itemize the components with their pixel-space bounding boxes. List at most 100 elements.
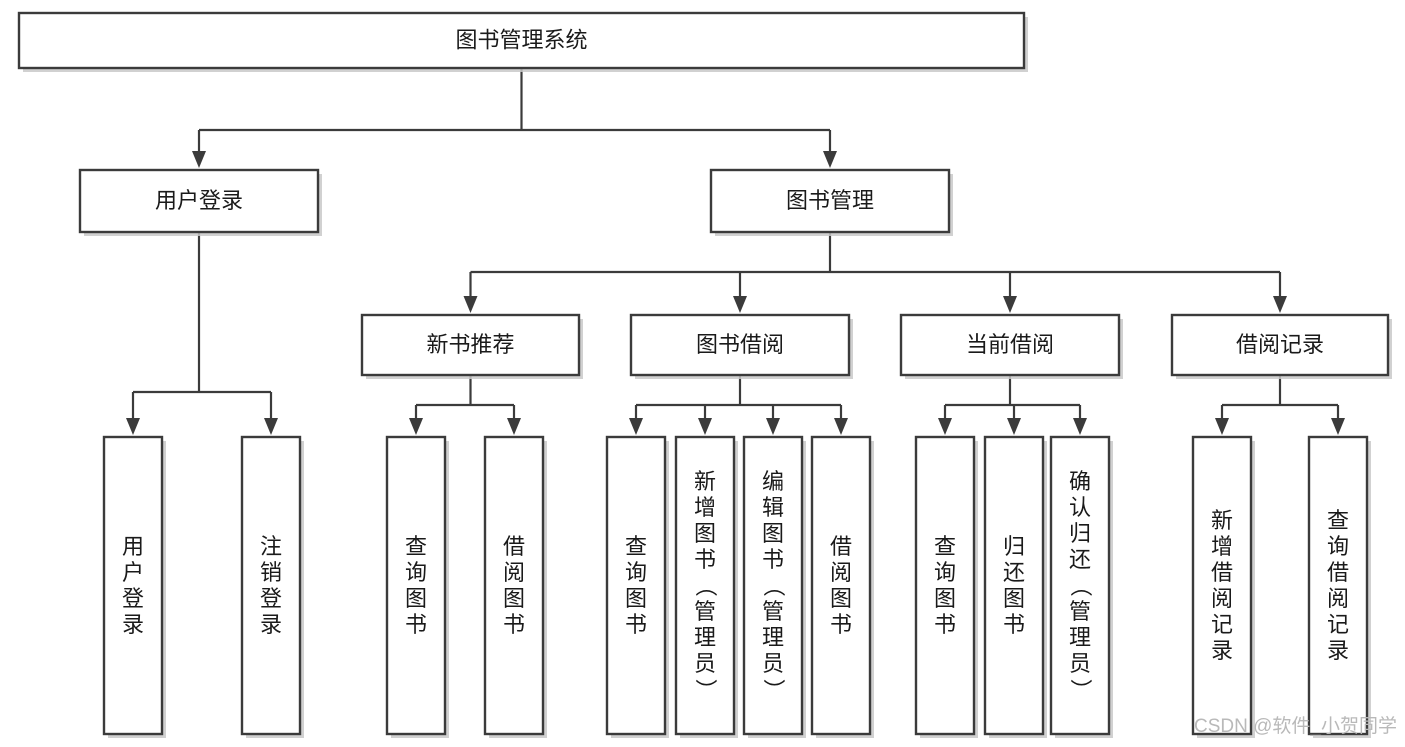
node-leaf-10-rect[interactable] [1049,435,1111,736]
arrow-head-icon [733,296,747,313]
node-leaf-12-label-char: 阅 [1327,586,1349,611]
node-leaf-0-rect[interactable] [102,435,164,736]
node-leaf-3-rect[interactable] [483,435,545,736]
node-leaf-0-label-char: 户 [122,560,144,585]
node-leaf-8-label-char: 书 [934,612,956,637]
node-root-rect[interactable] [17,11,1026,70]
arrow-head-icon [463,296,478,313]
arrow-head-icon [1331,418,1345,435]
arrow-head-icon [834,418,848,435]
node-leaf-1-label-char: 注 [260,534,282,559]
node-leaf-7-rect[interactable] [810,435,872,736]
node-level3-0-rect[interactable] [360,313,581,377]
node-level3-1-rect[interactable] [629,313,851,377]
node-level3-2-rect[interactable] [899,313,1121,377]
node-leaf-10-label-char: 理 [1069,625,1091,650]
node-leaf-11-rect[interactable] [1191,435,1253,736]
node-leaf-1-rect[interactable] [240,435,302,736]
node-level3-3-rect[interactable] [1170,313,1390,377]
node-leaf-8-rect[interactable] [914,435,976,736]
node-leaf-6-label-char: ） [761,679,786,701]
node-leaf-5-label-char: 员 [694,651,716,676]
node-leaf-4-label-char: 查 [625,534,647,559]
node-leaf-6-rect[interactable] [742,435,804,736]
node-leaf-4-rect[interactable] [605,435,667,736]
node-leaf-8-label-char: 图 [934,586,956,611]
node-leaf-6-label-char: 辑 [762,495,784,520]
node-leaf-11-label-char: 新 [1211,508,1233,533]
arrow-head-icon [698,418,712,435]
arrow-head-icon [629,418,643,435]
node-root-label: 图书管理系统 [455,27,587,52]
node-level2-0[interactable]: 用户登录 [78,168,322,236]
node-leaf-11-label-char: 录 [1211,638,1233,663]
node-leaf-4-label-char: 书 [625,612,647,637]
arrow-head-icon [409,418,423,435]
arrow-head-icon [823,151,837,168]
node-leaf-3-label-char: 图 [503,586,525,611]
node-leaf-11-label-char: 增 [1211,534,1233,559]
node-leaf-10-label-char: 员 [1069,651,1091,676]
node-leaf-5-label-char: （ [693,575,718,597]
node-leaf-5-rect[interactable] [674,435,736,736]
node-level2-1-rect[interactable] [709,168,951,234]
node-leaf-8-label-char: 查 [934,534,956,559]
arrow-head-icon [1273,296,1287,313]
node-leaf-10-label-char: ） [1068,679,1093,701]
arrow-head-icon [507,418,521,435]
node-leaf-6-label-char: 理 [762,625,784,650]
node-level3-0-label: 新书推荐 [426,332,514,357]
node-level2-1-label: 图书管理 [786,188,874,213]
arrow-head-icon [1007,418,1021,435]
node-leaf-1-label-char: 录 [260,612,282,637]
node-leaf-10-label-char: 归 [1069,521,1091,546]
node-level3-0[interactable]: 新书推荐 [360,313,583,379]
node-leaf-11-label-char: 阅 [1211,586,1233,611]
node-leaf-1-label-char: 销 [260,560,282,585]
node-leaf-7-label-char: 阅 [830,560,852,585]
node-leaf-5-label-char: ） [693,679,718,701]
node-leaf-4-label-char: 图 [625,586,647,611]
node-leaf-12-rect[interactable] [1307,435,1369,736]
node-level3-2[interactable]: 当前借阅 [899,313,1123,379]
arrow-head-icon [192,151,206,168]
node-leaf-2-label-char: 查 [405,534,427,559]
node-leaf-0[interactable]: 用户登录 [102,435,166,738]
node-level2-1[interactable]: 图书管理 [709,168,953,236]
node-leaf-12-label-char: 借 [1327,560,1349,585]
node-root[interactable]: 图书管理系统 [17,11,1028,72]
node-level3-1[interactable]: 图书借阅 [629,313,853,379]
node-level2-0-rect[interactable] [78,168,320,234]
node-leaf-2-label-char: 询 [405,560,427,585]
node-leaf-5-label-char: 管 [694,599,716,624]
node-leaf-10-label-char: 认 [1069,495,1091,520]
node-leaf-12-label-char: 录 [1327,638,1349,663]
node-level3-3[interactable]: 借阅记录 [1170,313,1392,379]
node-leaf-0-label-char: 用 [122,534,144,559]
node-leaf-3-label-char: 借 [503,534,525,559]
node-leaf-9-rect[interactable] [983,435,1045,736]
arrow-head-icon [126,418,140,435]
node-leaf-2-label-char: 书 [405,612,427,637]
node-leaf-8-label-char: 询 [934,560,956,585]
node-leaf-1-label-char: 登 [260,586,282,611]
arrow-head-icon [264,418,278,435]
node-level2-0-label: 用户登录 [155,188,243,213]
node-leaf-2-rect[interactable] [385,435,447,736]
node-level3-3-label: 借阅记录 [1236,332,1324,357]
node-leaf-0-label-char: 录 [122,612,144,637]
node-leaf-5-label-char: 增 [694,495,716,520]
